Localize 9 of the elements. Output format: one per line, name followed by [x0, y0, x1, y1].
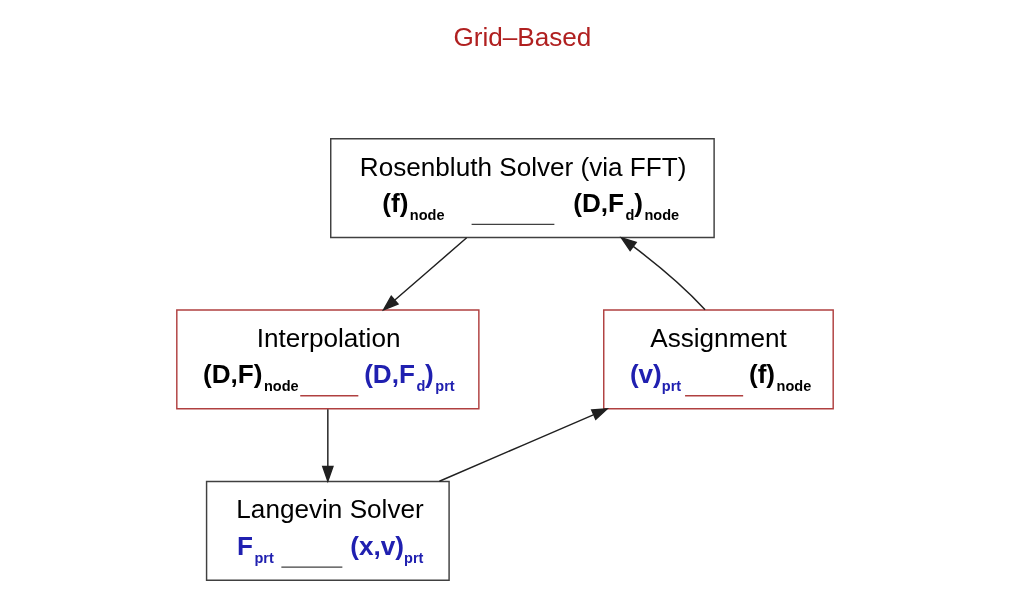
arrow: [619, 236, 706, 311]
label: Grid–Based: [453, 22, 592, 53]
arrow: [321, 408, 334, 484]
node-box: Langevin Solver F$_{prt}$ (x,v)$_{prt}$: [205, 480, 450, 581]
node-box: Interpolation (D,F)$_{node}$ (D,F$_{d}$)$_{prt}$: [176, 309, 480, 410]
arrow: [381, 237, 468, 312]
arrow: [438, 408, 610, 482]
node-box: Assignment (v)$_{prt}$ (f)$_{node}$: [603, 309, 834, 410]
node-box: Rosenbluth Solver (via FFT) (f)$_{node}$ (D,F$_{d}$)$_{node}$: [330, 138, 715, 239]
